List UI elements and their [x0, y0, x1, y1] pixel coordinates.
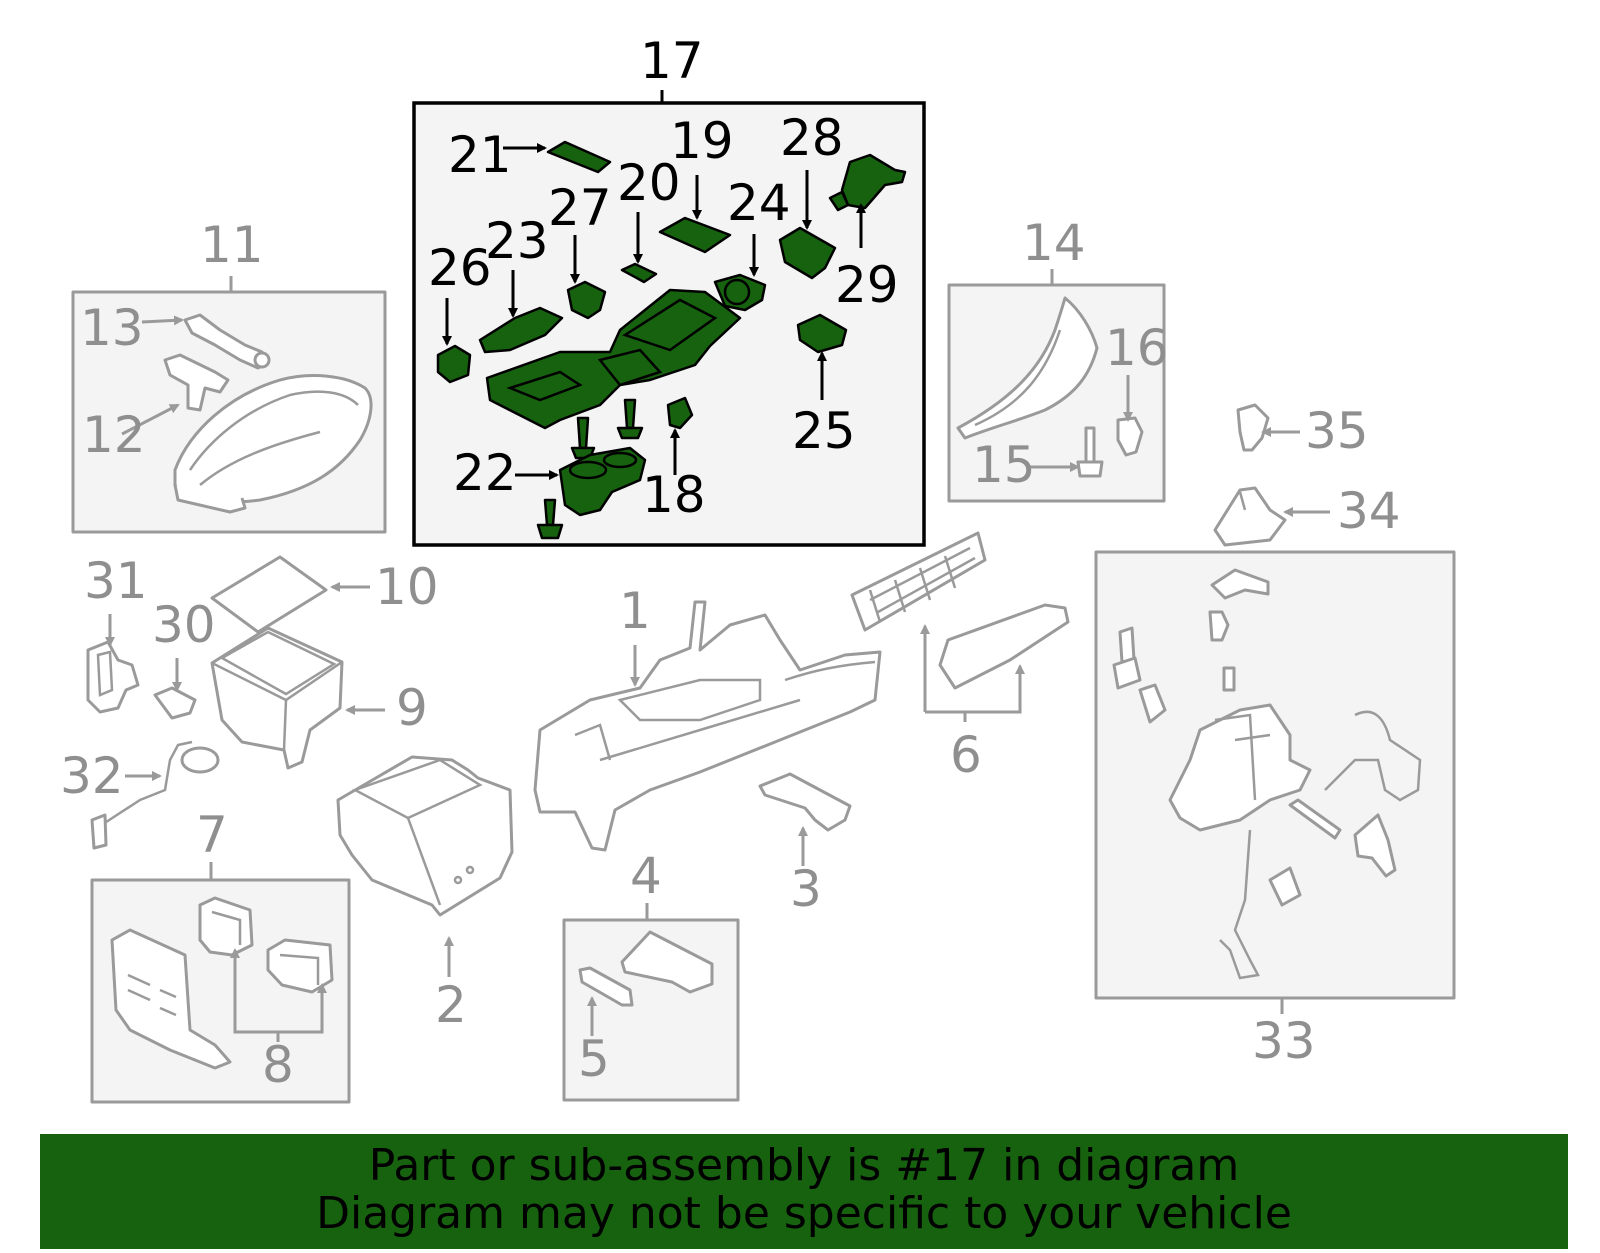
clip-5 [578, 966, 634, 1007]
shift-boot-34 [1213, 486, 1287, 547]
main-console-1 [533, 600, 882, 852]
shift-knob-35 [1236, 403, 1270, 452]
callout-28: 28 [780, 109, 844, 167]
callout-7: 7 [196, 806, 228, 864]
bracket-3 [758, 772, 852, 832]
banner-disclaimer: Diagram may not be specific to your vehi… [316, 1188, 1292, 1239]
callout-31: 31 [84, 552, 148, 610]
callout-25: 25 [792, 402, 856, 460]
callout-34: 34 [1337, 482, 1401, 540]
bracket-4 [620, 930, 714, 994]
callout-24: 24 [727, 174, 791, 232]
callout-26: 26 [428, 239, 492, 297]
armrest-hinge-13 [183, 313, 271, 370]
side-panel-6 [938, 603, 1070, 690]
armrest-bracket-12 [163, 353, 230, 412]
harness-32 [90, 740, 220, 850]
banner-part-note: Part or sub-assembly is #17 in diagram [368, 1140, 1240, 1191]
storage-bin-9 [210, 626, 344, 770]
callout-35: 35 [1305, 402, 1369, 460]
callout-13: 13 [80, 299, 144, 357]
side-trim-panel [956, 296, 1099, 440]
callout-29: 29 [835, 256, 899, 314]
callout-10: 10 [375, 558, 439, 616]
lower-console-2 [336, 755, 514, 917]
callout-17: 17 [640, 32, 704, 90]
callout-6: 6 [950, 726, 982, 784]
callout-11: 11 [200, 216, 264, 274]
socket-30 [153, 686, 197, 720]
callout-21: 21 [448, 126, 512, 184]
callout-3: 3 [790, 860, 822, 918]
callout-5: 5 [578, 1030, 610, 1088]
trim-panel-7 [110, 928, 232, 1070]
callout-14: 14 [1022, 214, 1086, 272]
callout-1: 1 [619, 582, 651, 640]
callout-4: 4 [630, 847, 662, 905]
clip-16 [1116, 416, 1144, 457]
callout-32: 32 [60, 747, 124, 805]
callout-33: 33 [1252, 1012, 1316, 1070]
callout-20: 20 [617, 154, 681, 212]
mat-10 [210, 555, 328, 634]
bracket-8b [266, 938, 334, 994]
callout-9: 9 [396, 679, 428, 737]
callout-27: 27 [548, 179, 612, 237]
callout-2: 2 [435, 976, 467, 1034]
callout-18: 18 [642, 466, 706, 524]
bracket-8a [198, 896, 254, 957]
callout-23: 23 [485, 212, 549, 270]
console-tray-assembly-17 [436, 140, 907, 540]
callout-19: 19 [670, 112, 734, 170]
armrest-lid [173, 374, 373, 514]
info-banner: Part or sub-assembly is #17 in diagram D… [40, 1134, 1568, 1249]
usb-bracket-31 [86, 640, 140, 714]
callout-22: 22 [453, 444, 517, 502]
callout-12: 12 [82, 406, 146, 464]
bolt-15 [1076, 426, 1104, 478]
callout-15: 15 [972, 436, 1036, 494]
shifter-assembly-33 [1112, 568, 1422, 980]
callout-16: 16 [1105, 319, 1169, 377]
callout-8: 8 [262, 1036, 294, 1094]
grille-trim-6 [850, 531, 987, 632]
callout-30: 30 [152, 596, 216, 654]
